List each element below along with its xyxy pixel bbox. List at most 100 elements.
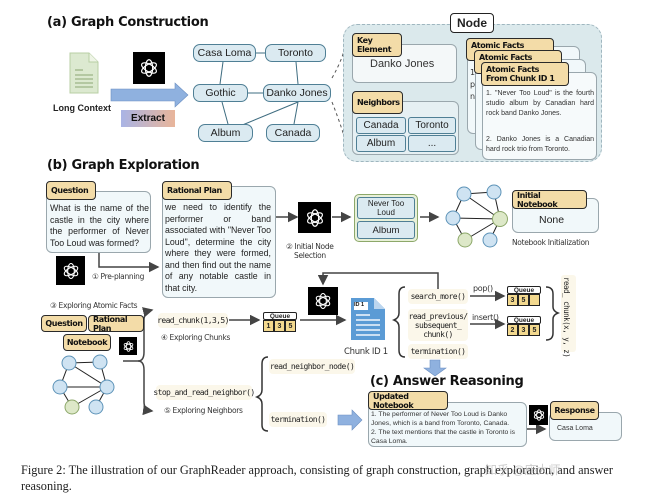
- watermark: 知乎 @座大师: [485, 463, 561, 477]
- initial-notebook-value: None: [539, 214, 565, 226]
- neighbor-canada: Canada: [356, 117, 406, 134]
- context-tag-question: Question: [41, 315, 87, 332]
- initial-node-never-too-loud: Never Too Loud: [357, 197, 415, 219]
- termination-function: termination(): [408, 344, 468, 359]
- read-neighbor-node-function: read_neighbor_node(): [269, 359, 355, 374]
- step-initial-node-line2: Selection: [294, 251, 326, 260]
- chunk-id-label: Chunk ID 1: [344, 347, 388, 357]
- step-initial-node-line1: ② Initial Node: [286, 242, 334, 251]
- queue-cell: 5: [529, 324, 540, 336]
- queue-cell: [529, 294, 540, 306]
- queue-cell: 5: [285, 320, 296, 332]
- step-initial-node-label: ② Initial Node Selection: [286, 242, 334, 260]
- peek-line: p: [470, 80, 475, 89]
- step-exploring-chunks-label: ④ Exploring Chunks: [161, 333, 231, 342]
- queue-label: Queue: [263, 312, 297, 320]
- chunk-doc-id: ID 1: [354, 302, 365, 308]
- atomic-facts-tag-line: Atomic Facts: [486, 65, 540, 74]
- openai-logo-icon: [308, 287, 338, 315]
- openai-logo-icon: [298, 202, 331, 233]
- branch-brace-down: [137, 360, 154, 416]
- queue-label: Queue: [507, 286, 541, 294]
- updated-notebook-text: 1. The performer of Never Too Loud is Da…: [371, 410, 525, 446]
- openai-logo-icon: [119, 337, 137, 355]
- graph-node-casa-loma: Casa Loma: [193, 44, 256, 62]
- read-chunk-xyz-function: read_ chunk(x, y, z): [561, 275, 576, 357]
- updated-notebook-tag: Updated Notebook: [368, 391, 448, 410]
- long-context-label: Long Context: [53, 103, 111, 113]
- context-tag-notebook: Notebook: [63, 334, 111, 351]
- initial-notebook-tag: Initial Notebook: [512, 190, 587, 209]
- section-title-answer-reasoning: (c) Answer Reasoning: [370, 374, 524, 389]
- read-chunk-xyz-label: read_ chunk(x, y, z): [562, 277, 571, 358]
- queue-cell: 3: [518, 324, 529, 336]
- explore-graph: [59, 361, 108, 408]
- key-element-tag: Key Element: [352, 33, 402, 57]
- peek-line: n: [470, 92, 475, 101]
- queue-cell: 3: [507, 294, 518, 306]
- queue-brace: [545, 286, 561, 341]
- stop-and-read-neighbor-function: stop_and_read_neighbor(): [153, 385, 255, 400]
- neighbor-brace: [254, 356, 269, 432]
- question-tag: Question: [46, 181, 96, 200]
- termination-function-neighbors: termination(): [269, 412, 327, 427]
- peek-line: 1: [470, 68, 475, 77]
- long-context-doc-icon: [69, 52, 99, 94]
- extract-arrow: [110, 82, 189, 108]
- peek-text: 1 p n: [470, 67, 475, 103]
- step-exploring-neighbors-label: ⑤ Exploring Neighbors: [164, 406, 243, 415]
- updated-notebook-line: 1. The performer of Never Too Loud is Da…: [371, 411, 510, 427]
- initial-node-album: Album: [357, 221, 415, 239]
- rational-plan-card: [162, 186, 276, 298]
- neighbor-album: Album: [356, 135, 406, 152]
- neighbor-more: ...: [408, 135, 456, 152]
- openai-logo-icon: [133, 52, 165, 84]
- neighbors-tag: Neighbors: [352, 91, 403, 114]
- section-title-graph-exploration: (b) Graph Exploration: [47, 158, 200, 173]
- loop-back-arrow: [317, 272, 439, 289]
- updated-notebook-line: 2. The text mentions that the castle in …: [371, 429, 516, 445]
- queue-cell: 1: [263, 320, 274, 332]
- question-text: What is the name of the castle in the ci…: [50, 203, 149, 248]
- neighbor-toronto: Toronto: [408, 117, 456, 134]
- queue-label: Queue: [507, 316, 541, 324]
- extract-label: Extract: [121, 110, 175, 127]
- node-panel-title: Node: [450, 13, 494, 33]
- rational-plan-tag: Rational Plan: [162, 181, 232, 200]
- read-chunk-function: read_chunk(1,3,5): [157, 313, 229, 328]
- atomic-fact-1: 1. "Never Too Loud" is the fourth studio…: [486, 90, 594, 117]
- atomic-facts-tag-front: Atomic Facts From Chunk ID 1: [481, 62, 569, 86]
- step-exploring-atomic-facts-label: ③ Exploring Atomic Facts: [50, 301, 138, 310]
- response-tag: Response: [550, 401, 599, 420]
- pop-label: pop(): [473, 284, 493, 293]
- atomic-fact-2: 2. Danko Jones is a Canadian hard rock t…: [486, 136, 594, 153]
- insert-label: insert(): [472, 313, 499, 322]
- explore-graph-nodes: [52, 354, 115, 415]
- graph-node-gothic: Gothic: [193, 84, 248, 102]
- rational-plan-text: we need to identify the performer or ban…: [165, 202, 271, 293]
- question-card: [46, 191, 151, 253]
- atomic-facts-tag-source: From Chunk ID 1: [486, 74, 555, 83]
- search-more-function: search_more(): [408, 289, 468, 304]
- figure-caption: Figure 2: The illustration of our GraphR…: [21, 463, 613, 493]
- queue-after-insert: Queue 2 3 5: [507, 316, 541, 336]
- read-previous-subsequent-chunk-function: read_previous/ subsequent_ chunk(): [408, 309, 468, 341]
- queue-after-pop: Queue 3 5: [507, 286, 541, 306]
- graph-node-danko-jones: Danko Jones: [263, 84, 331, 102]
- step-pre-planning-label: ① Pre-planning: [92, 272, 145, 281]
- initial-graph-nodes: [445, 184, 508, 248]
- chunk-func-brace: [391, 286, 406, 358]
- openai-logo-icon: [529, 405, 548, 425]
- graph-node-canada: Canada: [266, 124, 320, 142]
- preplanning-arrow: [98, 252, 160, 273]
- queue-cell: 2: [507, 324, 518, 336]
- queue-initial: Queue 1 3 5: [263, 312, 297, 332]
- response-value: Casa Loma: [557, 425, 593, 432]
- chunk-document-icon: [350, 297, 386, 341]
- notebook-initialization-label: Notebook Initialization: [512, 238, 590, 247]
- context-tag-rational-plan: Rational Plan: [88, 315, 144, 333]
- initial-graph: [452, 191, 501, 241]
- right-blue-arrow: [337, 409, 363, 431]
- queue-cell: 5: [518, 294, 529, 306]
- section-title-graph-construction: (a) Graph Construction: [47, 15, 209, 30]
